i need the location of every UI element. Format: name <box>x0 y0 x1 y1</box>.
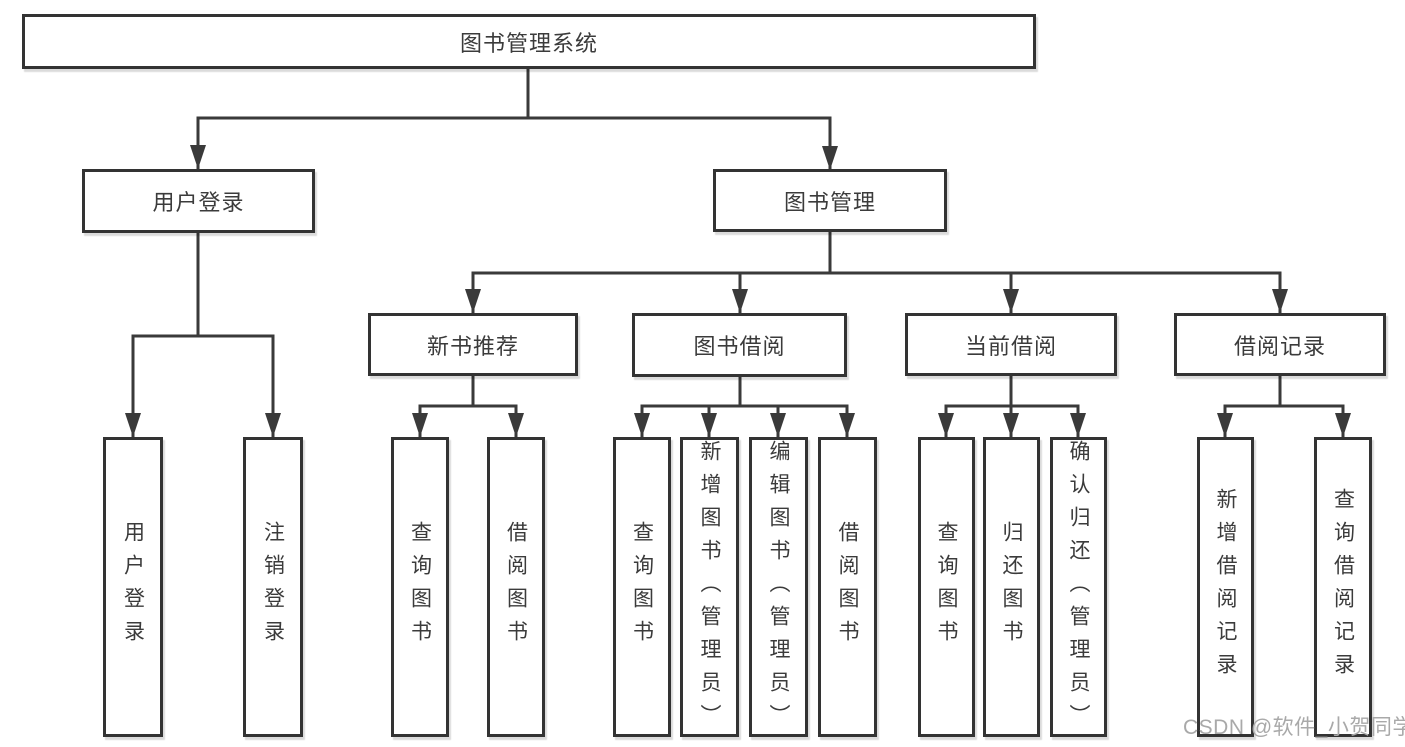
leaf-cb-query-books: 查询图书 <box>918 437 975 737</box>
connector-borrowing-records-children <box>1217 376 1351 437</box>
leaf-logout: 注销登录 <box>243 437 303 737</box>
node-new-book-recommend-label: 新书推荐 <box>426 333 519 359</box>
leaf-bb-query-books: 查询图书 <box>613 437 671 737</box>
connector-user-login-children <box>125 233 281 437</box>
leaf-cb-confirm-return-admin-label: 确认归还（管理员） <box>1067 440 1090 737</box>
node-new-book-recommend: 新书推荐 <box>368 313 578 376</box>
leaf-bb-query-books-label: 查询图书 <box>630 521 654 653</box>
leaf-cb-confirm-return-admin: 确认归还（管理员） <box>1050 437 1107 737</box>
node-current-borrowing-label: 当前借阅 <box>964 333 1057 359</box>
node-book-borrowing-label: 图书借阅 <box>693 334 786 359</box>
node-book-borrowing: 图书借阅 <box>632 313 847 377</box>
leaf-bb-edit-books-admin: 编辑图书（管理员） <box>749 437 808 737</box>
leaf-br-add-record-label: 新增借阅记录 <box>1214 488 1237 686</box>
leaf-bb-add-books-admin-label: 新增图书（管理员） <box>698 440 721 737</box>
leaf-cb-query-books-label: 查询图书 <box>935 521 958 653</box>
leaf-br-query-record: 查询借阅记录 <box>1314 437 1372 737</box>
watermark: CSDN @软件_小贺同学 <box>1183 716 1405 739</box>
node-book-management-label: 图书管理 <box>783 189 876 215</box>
connector-new-book-recommend-children <box>412 376 524 437</box>
node-book-management: 图书管理 <box>713 169 947 232</box>
node-user-login-label: 用户登录 <box>152 190 245 215</box>
leaf-cb-return-books-label: 归还图书 <box>1000 521 1023 653</box>
connector-book-management-children <box>465 232 1288 313</box>
leaf-bb-add-books-admin: 新增图书（管理员） <box>680 437 739 737</box>
leaf-br-add-record: 新增借阅记录 <box>1197 437 1254 737</box>
node-user-login: 用户登录 <box>82 169 315 233</box>
connector-root-to-level1 <box>190 69 838 170</box>
leaf-rec-query-books: 查询图书 <box>391 437 449 737</box>
node-borrowing-records-label: 借阅记录 <box>1233 333 1326 359</box>
leaf-user-login: 用户登录 <box>103 437 163 737</box>
leaf-user-login-label: 用户登录 <box>121 521 145 653</box>
node-root-label: 图书管理系统 <box>459 30 598 56</box>
leaf-cb-return-books: 归还图书 <box>983 437 1040 737</box>
leaf-bb-borrow-books-label: 借阅图书 <box>836 521 859 653</box>
leaf-bb-borrow-books: 借阅图书 <box>818 437 877 737</box>
leaf-bb-edit-books-admin-label: 编辑图书（管理员） <box>767 440 790 737</box>
leaf-rec-query-books-label: 查询图书 <box>408 521 432 653</box>
leaf-br-query-record-label: 查询借阅记录 <box>1331 488 1355 686</box>
node-borrowing-records: 借阅记录 <box>1174 313 1386 376</box>
leaf-rec-borrow-books: 借阅图书 <box>487 437 545 737</box>
node-current-borrowing: 当前借阅 <box>905 313 1117 376</box>
connector-book-borrowing-children <box>634 377 855 437</box>
connector-current-borrowing-children <box>938 376 1086 437</box>
node-root: 图书管理系统 <box>22 14 1036 69</box>
leaf-rec-borrow-books-label: 借阅图书 <box>504 521 528 653</box>
leaf-logout-label: 注销登录 <box>261 521 285 653</box>
